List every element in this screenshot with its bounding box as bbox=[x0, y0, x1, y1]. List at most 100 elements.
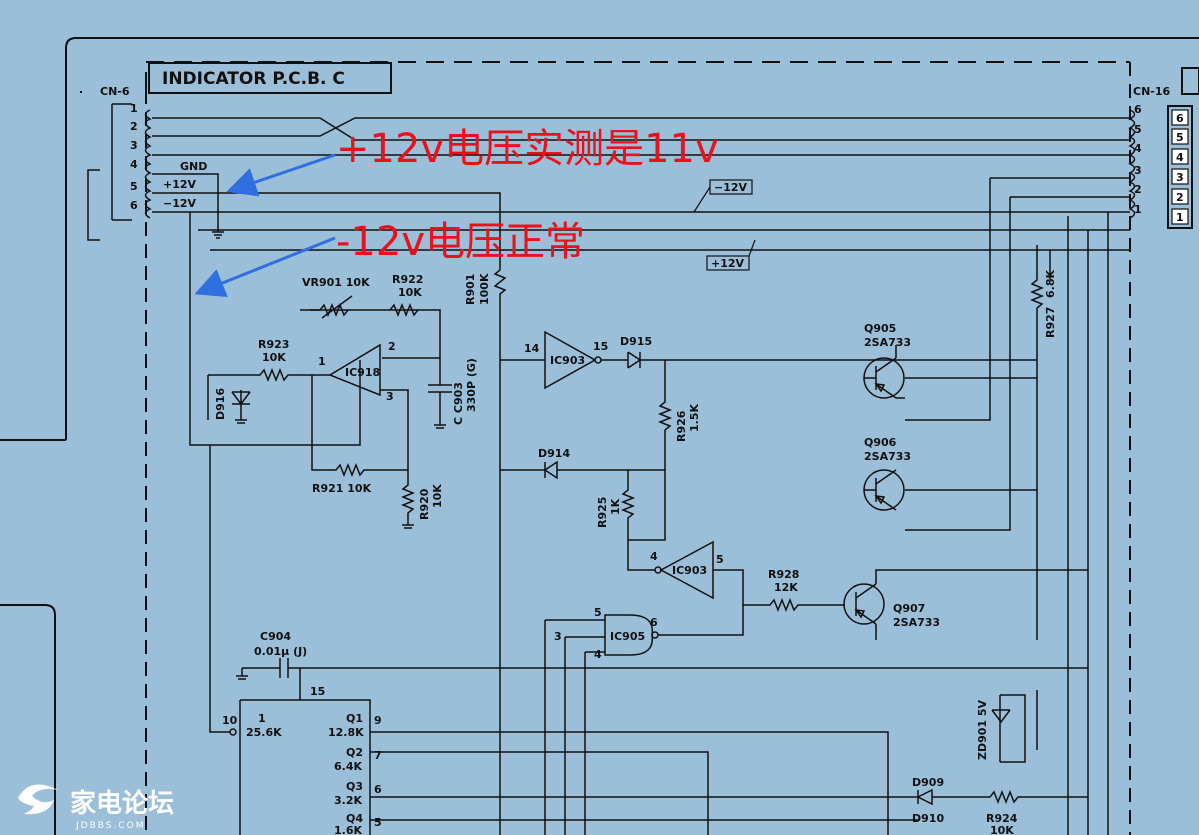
ic918-label: IC918 bbox=[345, 366, 380, 379]
cn16-pin-4: 4 bbox=[1134, 142, 1142, 155]
board-outline bbox=[0, 37, 1199, 835]
counter-pin10: 10 bbox=[222, 714, 238, 727]
lower-section bbox=[209, 445, 1088, 835]
q906-label: Q906 bbox=[864, 436, 897, 449]
d914-label: D914 bbox=[538, 447, 570, 460]
ic905-pin5: 5 bbox=[594, 606, 602, 619]
rail-neg12-label: −12V bbox=[714, 181, 748, 194]
opamp-section bbox=[207, 295, 452, 529]
watermark: 家电论坛 JDBBS.COM bbox=[18, 784, 174, 831]
counter-pin7: 7 bbox=[374, 749, 382, 762]
counter-q4-pin: Q4 bbox=[346, 812, 363, 825]
cn16-box-4: 4 bbox=[1176, 151, 1184, 164]
cn16-box-3: 3 bbox=[1176, 171, 1184, 184]
r925-value: 1K bbox=[609, 498, 622, 515]
cn6-plus12-label: +12V bbox=[163, 178, 197, 191]
counter-q1-freq: 12.8K bbox=[328, 726, 364, 739]
r920-label: R920 bbox=[418, 488, 431, 520]
c903-value: 330P (G) bbox=[465, 358, 478, 412]
lower-labels: C904 0.01μ (J) 15 10 1 25.6K Q1 12.8K 9 … bbox=[222, 630, 1018, 835]
r926-label: R926 bbox=[675, 410, 688, 442]
ic905-pin3: 3 bbox=[554, 630, 562, 643]
ic903a-pin15: 15 bbox=[593, 340, 608, 353]
annotations: +12v电压实测是11v -12v电压正常 bbox=[194, 126, 719, 298]
r901-label: R901 bbox=[464, 274, 477, 305]
rail-pos12-label: +12V bbox=[711, 257, 745, 270]
cn16-pin-6: 6 bbox=[1134, 103, 1142, 116]
q905-value: 2SA733 bbox=[864, 336, 911, 349]
ic905-label: IC905 bbox=[610, 630, 645, 643]
cn6-gnd-label: GND bbox=[180, 160, 207, 173]
r926-value: 1.5K bbox=[688, 404, 701, 432]
ic918-pin1: 1 bbox=[318, 355, 326, 368]
r923-label: R923 bbox=[258, 338, 289, 351]
connector-wires bbox=[152, 117, 1130, 446]
board-title: INDICATOR P.C.B. C bbox=[162, 69, 345, 89]
cn16-label: CN-16 bbox=[1133, 85, 1170, 98]
cn16-box-1: 1 bbox=[1176, 211, 1184, 224]
r924-label: R924 bbox=[986, 812, 1018, 825]
arrow-minus12 bbox=[194, 236, 336, 298]
title-box: INDICATOR P.C.B. C bbox=[148, 62, 392, 94]
connector-cn16: CN-16 6 5 4 3 2 1 6 5 4 3 2 1 bbox=[1128, 67, 1199, 229]
vr901-label: VR901 10K bbox=[302, 276, 370, 289]
r920-value: 10K bbox=[431, 484, 444, 508]
counter-q3-freq: 3.2K bbox=[334, 794, 362, 807]
arrow-plus12 bbox=[226, 153, 336, 197]
cn6-pin-1: 1 bbox=[130, 102, 138, 115]
r901-value: 100K bbox=[478, 273, 491, 305]
r925-label: R925 bbox=[596, 497, 609, 528]
ic903b-label: IC903 bbox=[672, 564, 707, 577]
connector-cn6: CN-6 1 2 3 4 5 6 GND +12V −12V bbox=[80, 85, 207, 241]
counter-q1-pin: Q1 bbox=[346, 712, 363, 725]
cn16-box-2: 2 bbox=[1176, 191, 1184, 204]
r923-value: 10K bbox=[262, 351, 286, 364]
r922-value: 10K bbox=[398, 286, 422, 299]
r928-value: 12K bbox=[774, 581, 798, 594]
counter-pin15: 15 bbox=[310, 685, 325, 698]
q907-label: Q907 bbox=[893, 602, 925, 615]
r927-label: R927 bbox=[1044, 307, 1057, 338]
counter-q2-pin: Q2 bbox=[346, 746, 363, 759]
counter-q2-freq: 6.4K bbox=[334, 760, 362, 773]
counter-pin6: 6 bbox=[374, 783, 382, 796]
right-busses bbox=[905, 177, 1130, 835]
cn6-pin-4: 4 bbox=[130, 158, 138, 171]
ic918-pin2: 2 bbox=[388, 340, 396, 353]
q907-value: 2SA733 bbox=[893, 616, 940, 629]
ic903b-pin5: 5 bbox=[716, 553, 724, 566]
d909-label: D909 bbox=[912, 776, 944, 789]
opamp-labels: VR901 10K R922 10K R923 10K IC918 1 2 3 … bbox=[214, 273, 478, 520]
r921-label: R921 10K bbox=[312, 482, 372, 495]
cn16-pin-5: 5 bbox=[1134, 123, 1142, 136]
watermark-name: 家电论坛 bbox=[70, 788, 174, 819]
cn16-pin-2: 2 bbox=[1134, 183, 1142, 196]
counter-input-freq: 25.6K bbox=[246, 726, 282, 739]
c904-label: C904 bbox=[260, 630, 291, 643]
cn6-pin-3: 3 bbox=[130, 139, 138, 152]
ic903a-pin14: 14 bbox=[524, 342, 540, 355]
cn16-pin-1: 1 bbox=[1134, 203, 1142, 216]
cn6-label: CN-6 bbox=[100, 85, 130, 98]
r927: R927 6.8K bbox=[1029, 245, 1057, 640]
cn6-pin-6: 6 bbox=[130, 199, 138, 212]
cn6-pin-2: 2 bbox=[130, 120, 138, 133]
cn16-box-6: 6 bbox=[1176, 112, 1184, 125]
logic-labels: R901 100K 14 IC903 15 D915 R926 1.5K D91… bbox=[464, 273, 799, 661]
c904-value: 0.01μ (J) bbox=[254, 645, 307, 658]
counter-pin9: 9 bbox=[374, 714, 382, 727]
transistor-labels: Q905 2SA733 Q906 2SA733 Q907 2SA733 bbox=[864, 322, 940, 629]
r928-label: R928 bbox=[768, 568, 799, 581]
ic905-pin4: 4 bbox=[594, 648, 602, 661]
d915-label: D915 bbox=[620, 335, 652, 348]
counter-q3-pin: Q3 bbox=[346, 780, 363, 793]
r922-label: R922 bbox=[392, 273, 423, 286]
cn16-pin-3: 3 bbox=[1134, 164, 1142, 177]
annotation-minus12: -12v电压正常 bbox=[336, 219, 585, 265]
cn6-minus12-label: −12V bbox=[163, 197, 197, 210]
rail-labels: −12V +12V bbox=[693, 179, 756, 271]
counter-pin1: 1 bbox=[258, 712, 266, 725]
logic-section bbox=[493, 269, 1037, 835]
d916-label: D916 bbox=[214, 388, 227, 420]
logo-icon bbox=[18, 784, 58, 815]
